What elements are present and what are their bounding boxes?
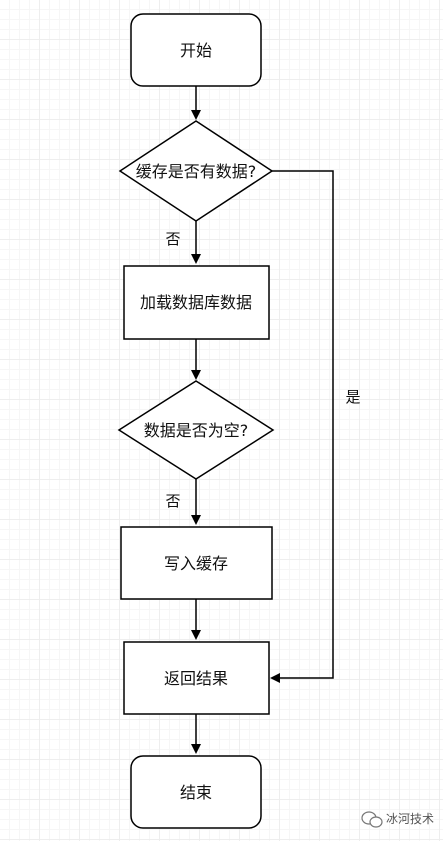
edge-label-cache-yes: 是 bbox=[345, 388, 360, 406]
watermark-text: 冰河技术 bbox=[386, 812, 434, 826]
watermark: 冰河技术 bbox=[361, 811, 434, 828]
edge-label-empty-no: 否 bbox=[165, 492, 180, 510]
load-db-label: 加载数据库数据 bbox=[140, 293, 252, 312]
start-label: 开始 bbox=[180, 41, 212, 60]
check-empty-decision: 数据是否为空? bbox=[117, 380, 275, 480]
return-result-label: 返回结果 bbox=[164, 669, 228, 688]
load-db-process: 加载数据库数据 bbox=[123, 265, 270, 340]
start-node: 开始 bbox=[130, 13, 262, 87]
end-label: 结束 bbox=[180, 783, 212, 802]
edge-label-cache-no: 否 bbox=[165, 230, 180, 248]
check-cache-decision: 缓存是否有数据? bbox=[118, 120, 274, 222]
end-node: 结束 bbox=[130, 755, 262, 829]
return-result-process: 返回结果 bbox=[123, 641, 270, 715]
edge-check-cache-yes bbox=[270, 170, 334, 683]
check-cache-label: 缓存是否有数据? bbox=[136, 162, 257, 181]
wechat-icon bbox=[361, 811, 383, 828]
check-empty-label: 数据是否为空? bbox=[144, 421, 249, 440]
write-cache-label: 写入缓存 bbox=[164, 554, 228, 573]
write-cache-process: 写入缓存 bbox=[120, 526, 273, 600]
